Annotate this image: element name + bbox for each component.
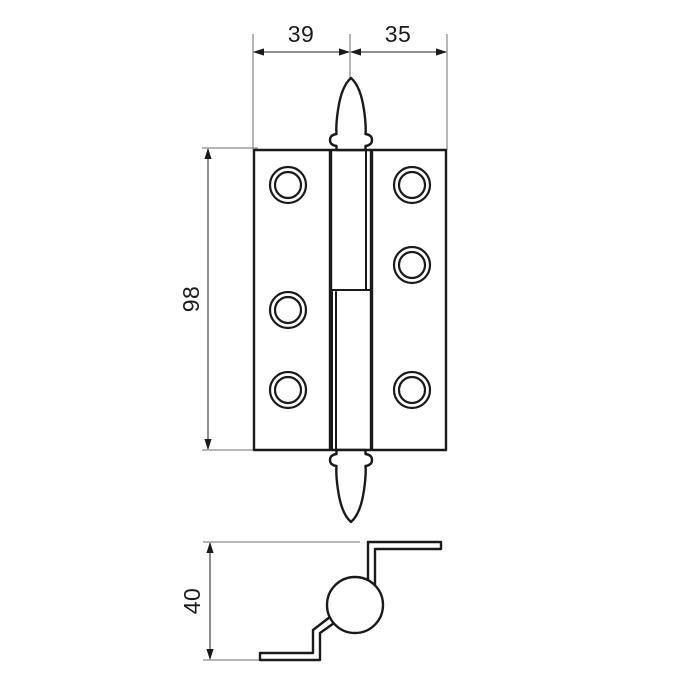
arrow-left-inner bbox=[339, 48, 350, 56]
arrow-depth-bottom bbox=[206, 649, 214, 660]
depth-dimension-group: 40 bbox=[179, 541, 360, 661]
arrow-height-bottom bbox=[204, 439, 212, 450]
dim-label-width-right: 35 bbox=[385, 21, 412, 47]
arrow-right-inner bbox=[350, 48, 361, 56]
right-plate-screw-holes bbox=[392, 165, 432, 410]
screw-hole bbox=[268, 165, 308, 205]
screw-hole bbox=[392, 370, 432, 410]
dim-label-depth: 40 bbox=[179, 588, 205, 615]
left-plate-screw-holes bbox=[268, 165, 308, 410]
arrow-depth-top bbox=[206, 542, 214, 553]
top-spear-finial bbox=[328, 76, 374, 152]
width-dimension-group: 39 35 bbox=[252, 21, 448, 150]
height-dimension-group: 98 bbox=[178, 147, 258, 451]
screw-hole bbox=[268, 290, 308, 330]
bottom-spear-finial bbox=[328, 448, 374, 524]
arrow-right-outer bbox=[436, 48, 447, 56]
screw-hole bbox=[392, 165, 432, 205]
dim-label-width-left: 39 bbox=[288, 21, 315, 47]
front-elevation-view bbox=[252, 76, 448, 524]
arrow-left-outer bbox=[253, 48, 264, 56]
arrow-height-top bbox=[204, 148, 212, 159]
dim-label-height: 98 bbox=[178, 286, 204, 313]
side-upper-leaf bbox=[366, 540, 443, 594]
screw-hole bbox=[392, 245, 432, 285]
side-pin-circle bbox=[325, 575, 385, 635]
screw-hole bbox=[268, 370, 308, 410]
side-section-view bbox=[258, 540, 443, 662]
